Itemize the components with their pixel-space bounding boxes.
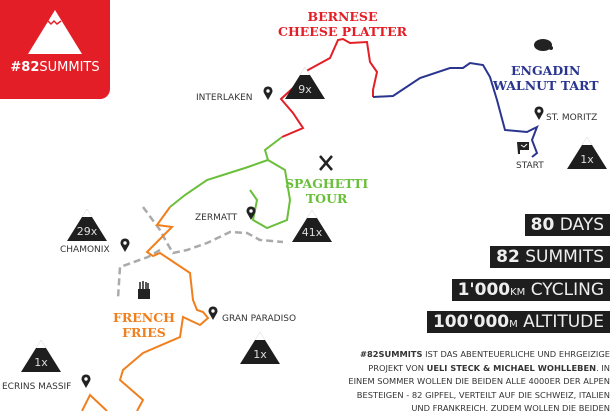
route-fries-south — [81, 393, 108, 411]
food-fries: FRENCH FRIES — [113, 310, 175, 340]
summit-badge-gran-paradiso: 1x — [239, 331, 281, 365]
place-start: START — [516, 161, 544, 171]
fries-icon — [138, 281, 150, 299]
summit-badge-bernese: 9x — [284, 66, 326, 100]
cutlery-icon — [319, 155, 333, 171]
map-pin-icon — [534, 106, 544, 120]
summit-badge-ecrins: 1x — [20, 339, 62, 373]
map-pin-icon — [208, 306, 218, 320]
food-engadin: ENGADIN WALNUT TART — [493, 63, 599, 93]
place-ecrins-massif: ECRINS MASSIF — [2, 382, 72, 392]
summit-badge-zermatt: 41x — [291, 209, 333, 243]
place-chamonix: CHAMONIX — [60, 245, 110, 255]
map-pin-icon — [81, 374, 91, 388]
hedgehog-icon — [534, 39, 553, 51]
food-bernese: BERNESE CHEESE PLATTER — [278, 9, 407, 39]
stat-altitude: 100'000M ALTITUDE — [426, 311, 610, 333]
logo-82summits: #82SUMMITS — [0, 0, 110, 99]
food-spaghetti: SPAGHETTI TOUR — [285, 176, 369, 206]
route-engadin — [372, 61, 539, 158]
summit-badge-engadin: 1x — [566, 136, 608, 170]
stat-summits: 82 SUMMITS — [490, 246, 610, 268]
border-line — [116, 248, 161, 299]
project-description: #82SUMMITS IST DAS ABENTEUERLICHE UND EH… — [348, 349, 610, 413]
route-spaghetti — [169, 136, 283, 208]
place-interlaken: INTERLAKEN — [196, 93, 253, 103]
route-spaghetti-loop — [249, 159, 292, 230]
place-st-moritz: ST. MORITZ — [546, 113, 598, 123]
map-pin-icon — [263, 86, 273, 100]
summit-badge-chamonix: 29x — [66, 208, 108, 242]
logo-text: #82SUMMITS — [10, 60, 100, 75]
place-gran-paradiso: GRAN PARADISO — [222, 314, 297, 324]
stat-days: 80 DAYS — [524, 214, 610, 236]
route-bernese — [279, 37, 379, 138]
place-zermatt: ZERMATT — [195, 213, 238, 223]
map-pin-icon — [246, 206, 256, 220]
mountain-logo-icon — [28, 10, 82, 54]
start-flag-icon — [517, 142, 529, 154]
map-pin-icon — [120, 238, 130, 252]
route-fries — [118, 206, 210, 411]
stat-cycling: 1'000KM CYCLING — [451, 279, 610, 301]
